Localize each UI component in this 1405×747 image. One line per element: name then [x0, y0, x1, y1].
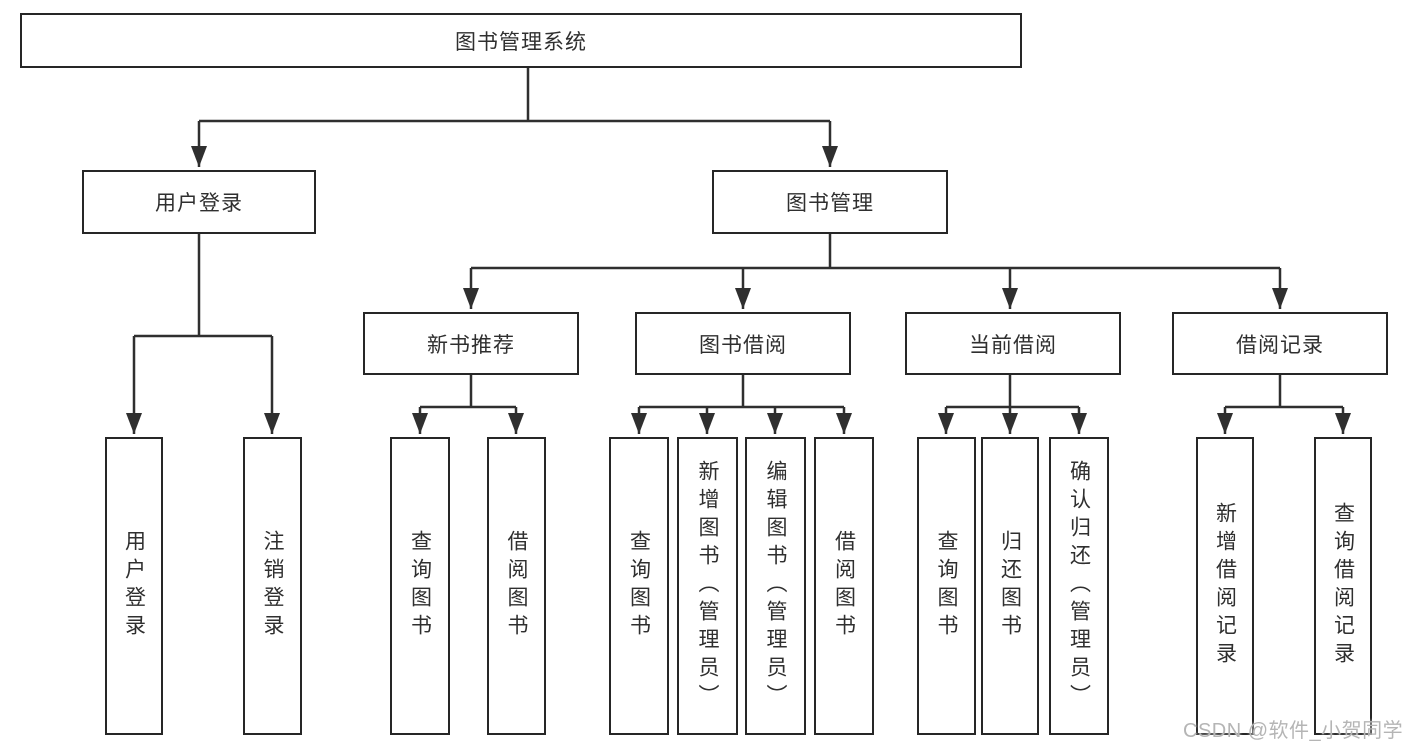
node-label: 注销登录: [261, 530, 284, 642]
node-label: 图书管理: [786, 192, 874, 215]
leaf-add-books-admin: 新增图书（管理员）: [677, 437, 738, 735]
node-label: 查询图书: [627, 530, 651, 642]
tree-rails: [134, 68, 1343, 409]
node-user-login: 用户登录: [82, 170, 316, 234]
leaf-logout: 注销登录: [243, 437, 302, 735]
node-borrow-records: 借阅记录: [1172, 312, 1388, 375]
leaf-edit-books-admin: 编辑图书（管理员）: [745, 437, 806, 735]
leaf-current-query-books: 查询图书: [917, 437, 976, 735]
leaf-query-borrow-record: 查询借阅记录: [1314, 437, 1372, 735]
leaf-user-login: 用户登录: [105, 437, 163, 735]
leaf-recommend-borrow-books: 借阅图书: [487, 437, 546, 735]
node-label: 图书借阅: [699, 333, 787, 357]
leaf-confirm-return-admin: 确认归还（管理员）: [1049, 437, 1109, 735]
csdn-watermark: CSDN @软件_小贺同学: [1183, 720, 1404, 742]
leaf-recommend-query-books: 查询图书: [390, 437, 450, 735]
leaf-borrow-query-books: 查询图书: [609, 437, 669, 735]
node-label: 借阅图书: [505, 530, 528, 642]
node-current-borrow: 当前借阅: [905, 312, 1121, 375]
node-label: 新书推荐: [427, 333, 515, 357]
node-label: 借阅图书: [832, 530, 856, 642]
leaf-borrow-books: 借阅图书: [814, 437, 874, 735]
node-book-borrow: 图书借阅: [635, 312, 851, 375]
node-label: 新增图书（管理员）: [696, 460, 719, 712]
node-book-management: 图书管理: [712, 170, 948, 234]
node-label: 查询图书: [408, 530, 432, 642]
node-label: 查询图书: [935, 530, 958, 642]
node-label: 确认归还（管理员）: [1067, 460, 1091, 712]
node-label: 当前借阅: [969, 333, 1057, 357]
leaf-return-books: 归还图书: [981, 437, 1039, 735]
node-label: 图书管理系统: [455, 30, 587, 54]
node-new-book-recommend: 新书推荐: [363, 312, 579, 375]
node-root-system: 图书管理系统: [20, 13, 1022, 68]
node-label: 借阅记录: [1236, 333, 1324, 357]
node-label: 用户登录: [155, 192, 243, 215]
leaf-add-borrow-record: 新增借阅记录: [1196, 437, 1254, 735]
node-label: 查询借阅记录: [1331, 502, 1355, 670]
node-label: 归还图书: [998, 530, 1022, 642]
node-label: 用户登录: [122, 530, 146, 642]
node-label: 编辑图书（管理员）: [764, 460, 787, 712]
node-label: 新增借阅记录: [1213, 502, 1237, 670]
